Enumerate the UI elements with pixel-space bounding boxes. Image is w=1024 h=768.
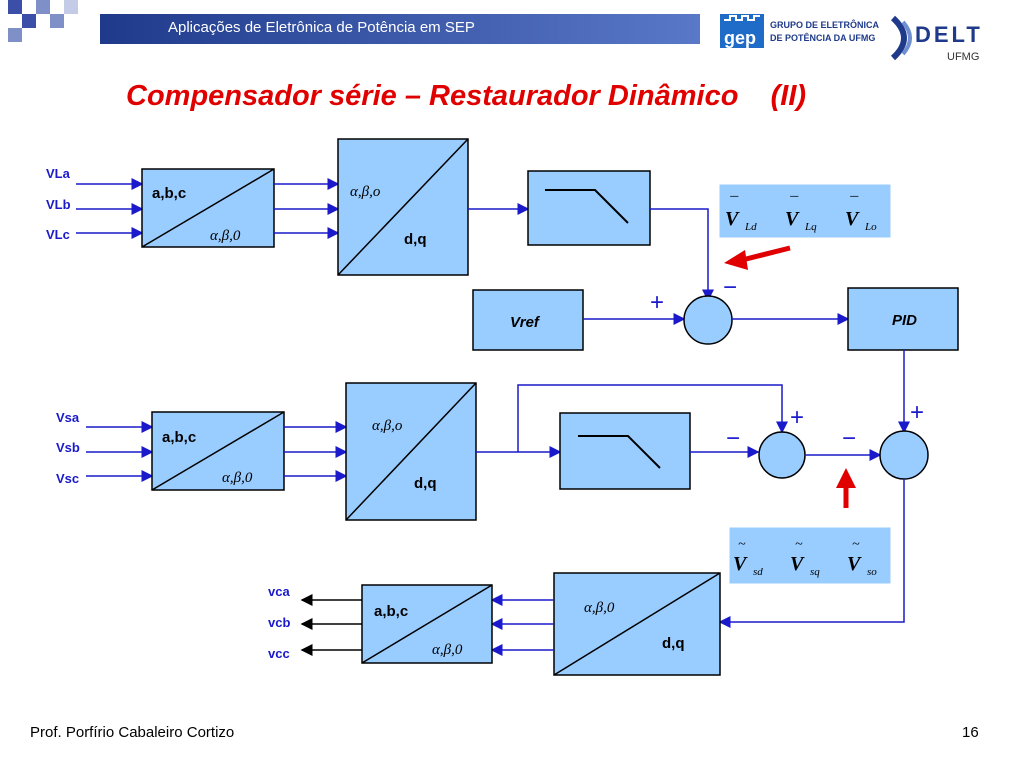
delt-text: DELT	[915, 22, 983, 47]
vref-block: Vref	[472, 289, 584, 351]
input-vlc: VLc	[46, 227, 70, 242]
alphabeta-to-dq-block-mid: α,β,o d,q	[345, 382, 477, 521]
summer-mid-left-minus: −	[726, 425, 740, 452]
header-title: Aplicações de Eletrônica de Potência em …	[168, 19, 475, 36]
header-bar	[100, 14, 700, 44]
vs-q-mark: ~	[795, 537, 803, 552]
dq-label-bottom: d,q	[662, 635, 685, 652]
input-labels-mid: Vsa Vsb Vsc	[56, 410, 80, 486]
alphabeta0-label-bottom2: α,β,0	[432, 642, 463, 658]
output-vcb: vcb	[268, 615, 290, 630]
abc-to-alphabeta-block-top: a,b,c α,β,0	[141, 168, 275, 248]
pid-block: PID	[847, 287, 959, 351]
output-vca: vca	[268, 584, 290, 599]
output-vcc: vcc	[268, 646, 290, 661]
vs-symbols-box: V ~ sd V ~ sq V ~ so	[729, 527, 891, 584]
slide-title: Compensador série – Restaurador Dinâmico…	[126, 80, 807, 112]
alphabetao-label-mid: α,β,o	[372, 418, 403, 434]
alphabeta0-label-mid: α,β,0	[222, 470, 253, 486]
input-vla: VLa	[46, 166, 71, 181]
alphabeta0-label: α,β,0	[210, 228, 241, 244]
vs-o-sub: so	[867, 566, 877, 578]
gep-text-line2: DE POTÊNCIA DA UFMG	[770, 32, 875, 43]
gep-logo: gep GRUPO DE ELETRÔNICA DE POTÊNCIA DA U…	[720, 12, 880, 55]
alphabeta-to-abc-block-bottom: a,b,c α,β,0	[361, 584, 493, 664]
summer-top-minus: −	[723, 274, 737, 301]
input-vsa: Vsa	[56, 410, 80, 425]
summer-mid-right-minus: −	[842, 425, 856, 452]
vl-o-sub: Lo	[864, 221, 877, 233]
dq-to-alphabeta-block-bottom: α,β,0 d,q	[553, 572, 721, 676]
gep-text-line1: GRUPO DE ELETRÔNICA	[770, 19, 880, 30]
summing-junction-top	[683, 295, 733, 345]
ufmg-text: UFMG	[947, 51, 979, 63]
vl-d-base: V	[725, 208, 740, 230]
summer-mid-left-plus: +	[790, 404, 804, 431]
red-arrow-left	[724, 245, 791, 270]
alphabeta0-label-bottom: α,β,0	[584, 600, 615, 616]
vl-d-sub: Ld	[744, 221, 757, 233]
footer-author: Prof. Porfírio Cabaleiro Cortizo	[30, 724, 235, 741]
summer-top-plus: +	[650, 289, 664, 316]
alphabetao-label: α,β,o	[350, 184, 381, 200]
vl-o-mark: ¯	[849, 195, 859, 212]
abc-label-mid: a,b,c	[162, 429, 196, 446]
dq-label-mid: d,q	[414, 475, 437, 492]
abc-to-alphabeta-block-mid: a,b,c α,β,0	[151, 411, 285, 491]
summing-junction-mid-right	[879, 430, 929, 480]
vs-d-sub: sd	[753, 566, 763, 578]
low-pass-filter-top	[527, 170, 651, 246]
dq-label: d,q	[404, 231, 427, 248]
vs-d-base: V	[733, 553, 748, 575]
vl-q-mark: ¯	[789, 195, 799, 212]
vs-q-base: V	[790, 553, 805, 575]
vl-d-mark: ¯	[729, 195, 739, 212]
vs-d-mark: ~	[738, 537, 746, 552]
footer-page-number: 16	[962, 724, 979, 741]
alphabeta-to-dq-block-top: α,β,o d,q	[337, 138, 469, 276]
vl-o-base: V	[845, 208, 860, 230]
input-vlb: VLb	[46, 197, 71, 212]
vref-label: Vref	[510, 314, 541, 331]
vl-q-base: V	[785, 208, 800, 230]
output-labels-bottom: vca vcb vcc	[268, 584, 290, 661]
input-vsb: Vsb	[56, 440, 80, 455]
input-labels-top: VLa VLb VLc	[46, 166, 71, 242]
vs-o-mark: ~	[852, 537, 860, 552]
corner-decoration	[8, 0, 78, 42]
pid-label: PID	[892, 312, 917, 329]
low-pass-filter-mid	[559, 412, 691, 490]
delt-logo: DELT UFMG	[885, 10, 1000, 71]
summer-mid-right-plus: +	[910, 399, 924, 426]
gep-logo-text: gep	[724, 28, 756, 48]
summing-junction-mid-left	[758, 431, 806, 479]
abc-label: a,b,c	[152, 185, 186, 202]
vl-q-sub: Lq	[804, 221, 817, 233]
vs-o-base: V	[847, 553, 862, 575]
vl-symbols-box: V ¯ Ld V ¯ Lq V ¯ Lo	[719, 184, 891, 238]
abc-label-bottom: a,b,c	[374, 603, 408, 620]
input-vsc: Vsc	[56, 471, 79, 486]
red-arrow-up	[836, 468, 856, 508]
vs-q-sub: sq	[810, 566, 820, 578]
